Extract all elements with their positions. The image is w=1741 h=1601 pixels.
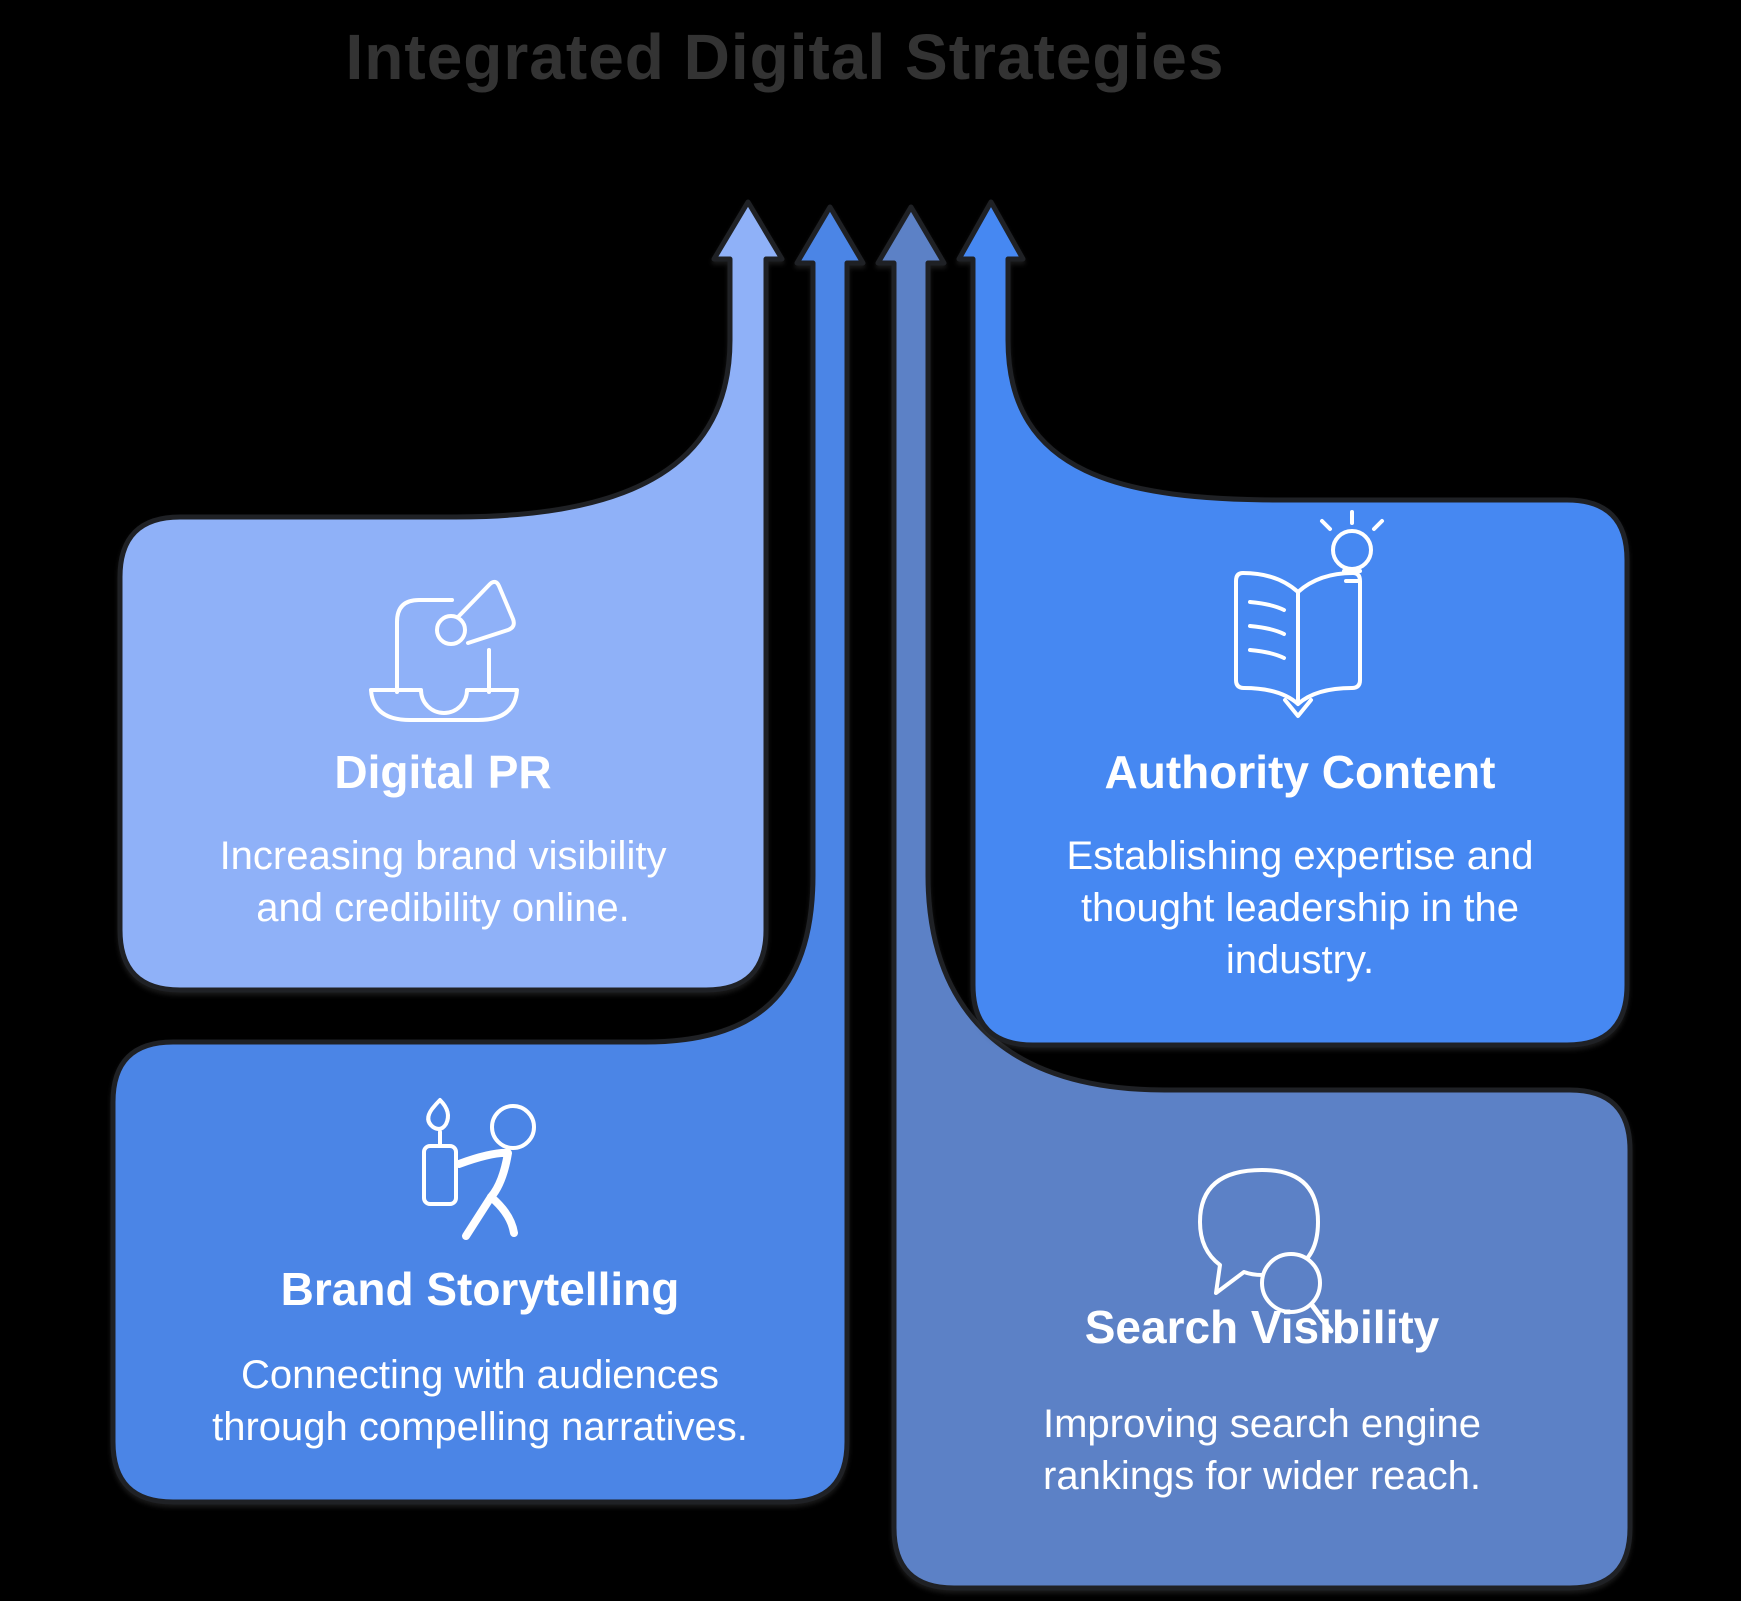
authority-content-description: Establishing expertise and thought leade…	[980, 830, 1620, 986]
desc-line: through compelling narratives.	[212, 1405, 748, 1449]
book-lightbulb-icon	[1234, 510, 1384, 718]
search-visibility-description: Improving search engine rankings for wid…	[942, 1398, 1582, 1502]
authority-content-title: Authority Content	[1104, 746, 1496, 798]
digital-pr-card-shape	[117, 199, 785, 993]
desc-line: Increasing brand visibility	[219, 834, 667, 878]
laptop-megaphone-icon	[369, 579, 519, 722]
desc-line: thought leadership in the	[1080, 886, 1520, 930]
digital-pr-description: Increasing brand visibility and credibil…	[123, 830, 763, 934]
page-title: Integrated Digital Strategies	[345, 21, 1225, 93]
brand-storytelling-description: Connecting with audiences through compel…	[160, 1349, 800, 1453]
desc-line: Improving search engine	[1042, 1402, 1482, 1446]
brand-storytelling-title: Brand Storytelling	[280, 1263, 680, 1315]
desc-line: rankings for wider reach.	[1043, 1454, 1481, 1498]
speech-bubble-magnifier-icon	[1198, 1168, 1334, 1334]
desc-line: industry.	[1225, 938, 1375, 982]
desc-line: Establishing expertise and	[1066, 834, 1534, 878]
brand-storytelling-card-shape	[110, 204, 866, 1505]
desc-line: and credibility online.	[256, 886, 630, 930]
desc-line: Connecting with audiences	[240, 1353, 720, 1397]
authority-content-card-shape	[956, 199, 1630, 1048]
search-visibility-title: Search Visibility	[1084, 1301, 1440, 1353]
search-visibility-card-shape	[875, 204, 1633, 1591]
digital-pr-title: Digital PR	[334, 746, 552, 798]
person-torch-icon	[422, 1098, 536, 1240]
